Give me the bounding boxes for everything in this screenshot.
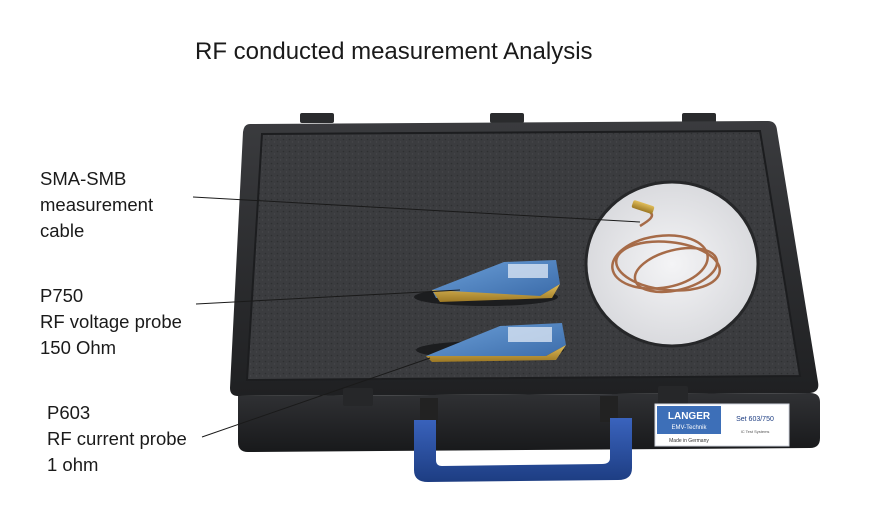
p603-probe bbox=[416, 323, 566, 362]
callout-sma-smb-cable: SMA-SMB measurement cable bbox=[40, 166, 153, 244]
brand-plate bbox=[654, 403, 790, 447]
case-hinges bbox=[300, 113, 716, 123]
sma-leader-line bbox=[192, 196, 641, 223]
carry-handle bbox=[414, 396, 632, 482]
callout-line: P603 bbox=[47, 402, 91, 423]
callout-line: RF voltage probe bbox=[40, 311, 182, 332]
brand-subtitle: EMV-Technik bbox=[671, 425, 707, 431]
callout-line: measurement bbox=[40, 194, 154, 215]
callout-line: 1 ohm bbox=[47, 454, 99, 475]
callout-line: RF current probe bbox=[47, 428, 187, 449]
sma-connector bbox=[631, 200, 655, 214]
callout-p750-probe: P750 RF voltage probe 150 Ohm bbox=[40, 283, 182, 361]
brand-small-text: IC Test Systems bbox=[741, 429, 770, 434]
callout-line: SMA-SMB bbox=[40, 168, 127, 189]
p603-leader-line bbox=[201, 357, 431, 438]
callout-line: 150 Ohm bbox=[40, 337, 117, 358]
latch-right bbox=[658, 386, 688, 404]
p750-probe bbox=[414, 260, 560, 306]
latch-left bbox=[343, 388, 373, 406]
cable-compartment bbox=[584, 180, 760, 348]
brand-origin: Made in Germany bbox=[669, 438, 709, 444]
callout-line: P750 bbox=[40, 285, 84, 306]
callout-p603-probe: P603 RF current probe 1 ohm bbox=[47, 400, 187, 478]
p750-leader-line bbox=[195, 289, 461, 305]
coax-cable bbox=[611, 211, 722, 294]
set-id: Set 603/750 bbox=[736, 416, 774, 423]
brand-name: LANGER bbox=[668, 411, 711, 422]
callout-line: cable bbox=[40, 220, 85, 241]
page-title: RF conducted measurement Analysis bbox=[195, 38, 593, 65]
